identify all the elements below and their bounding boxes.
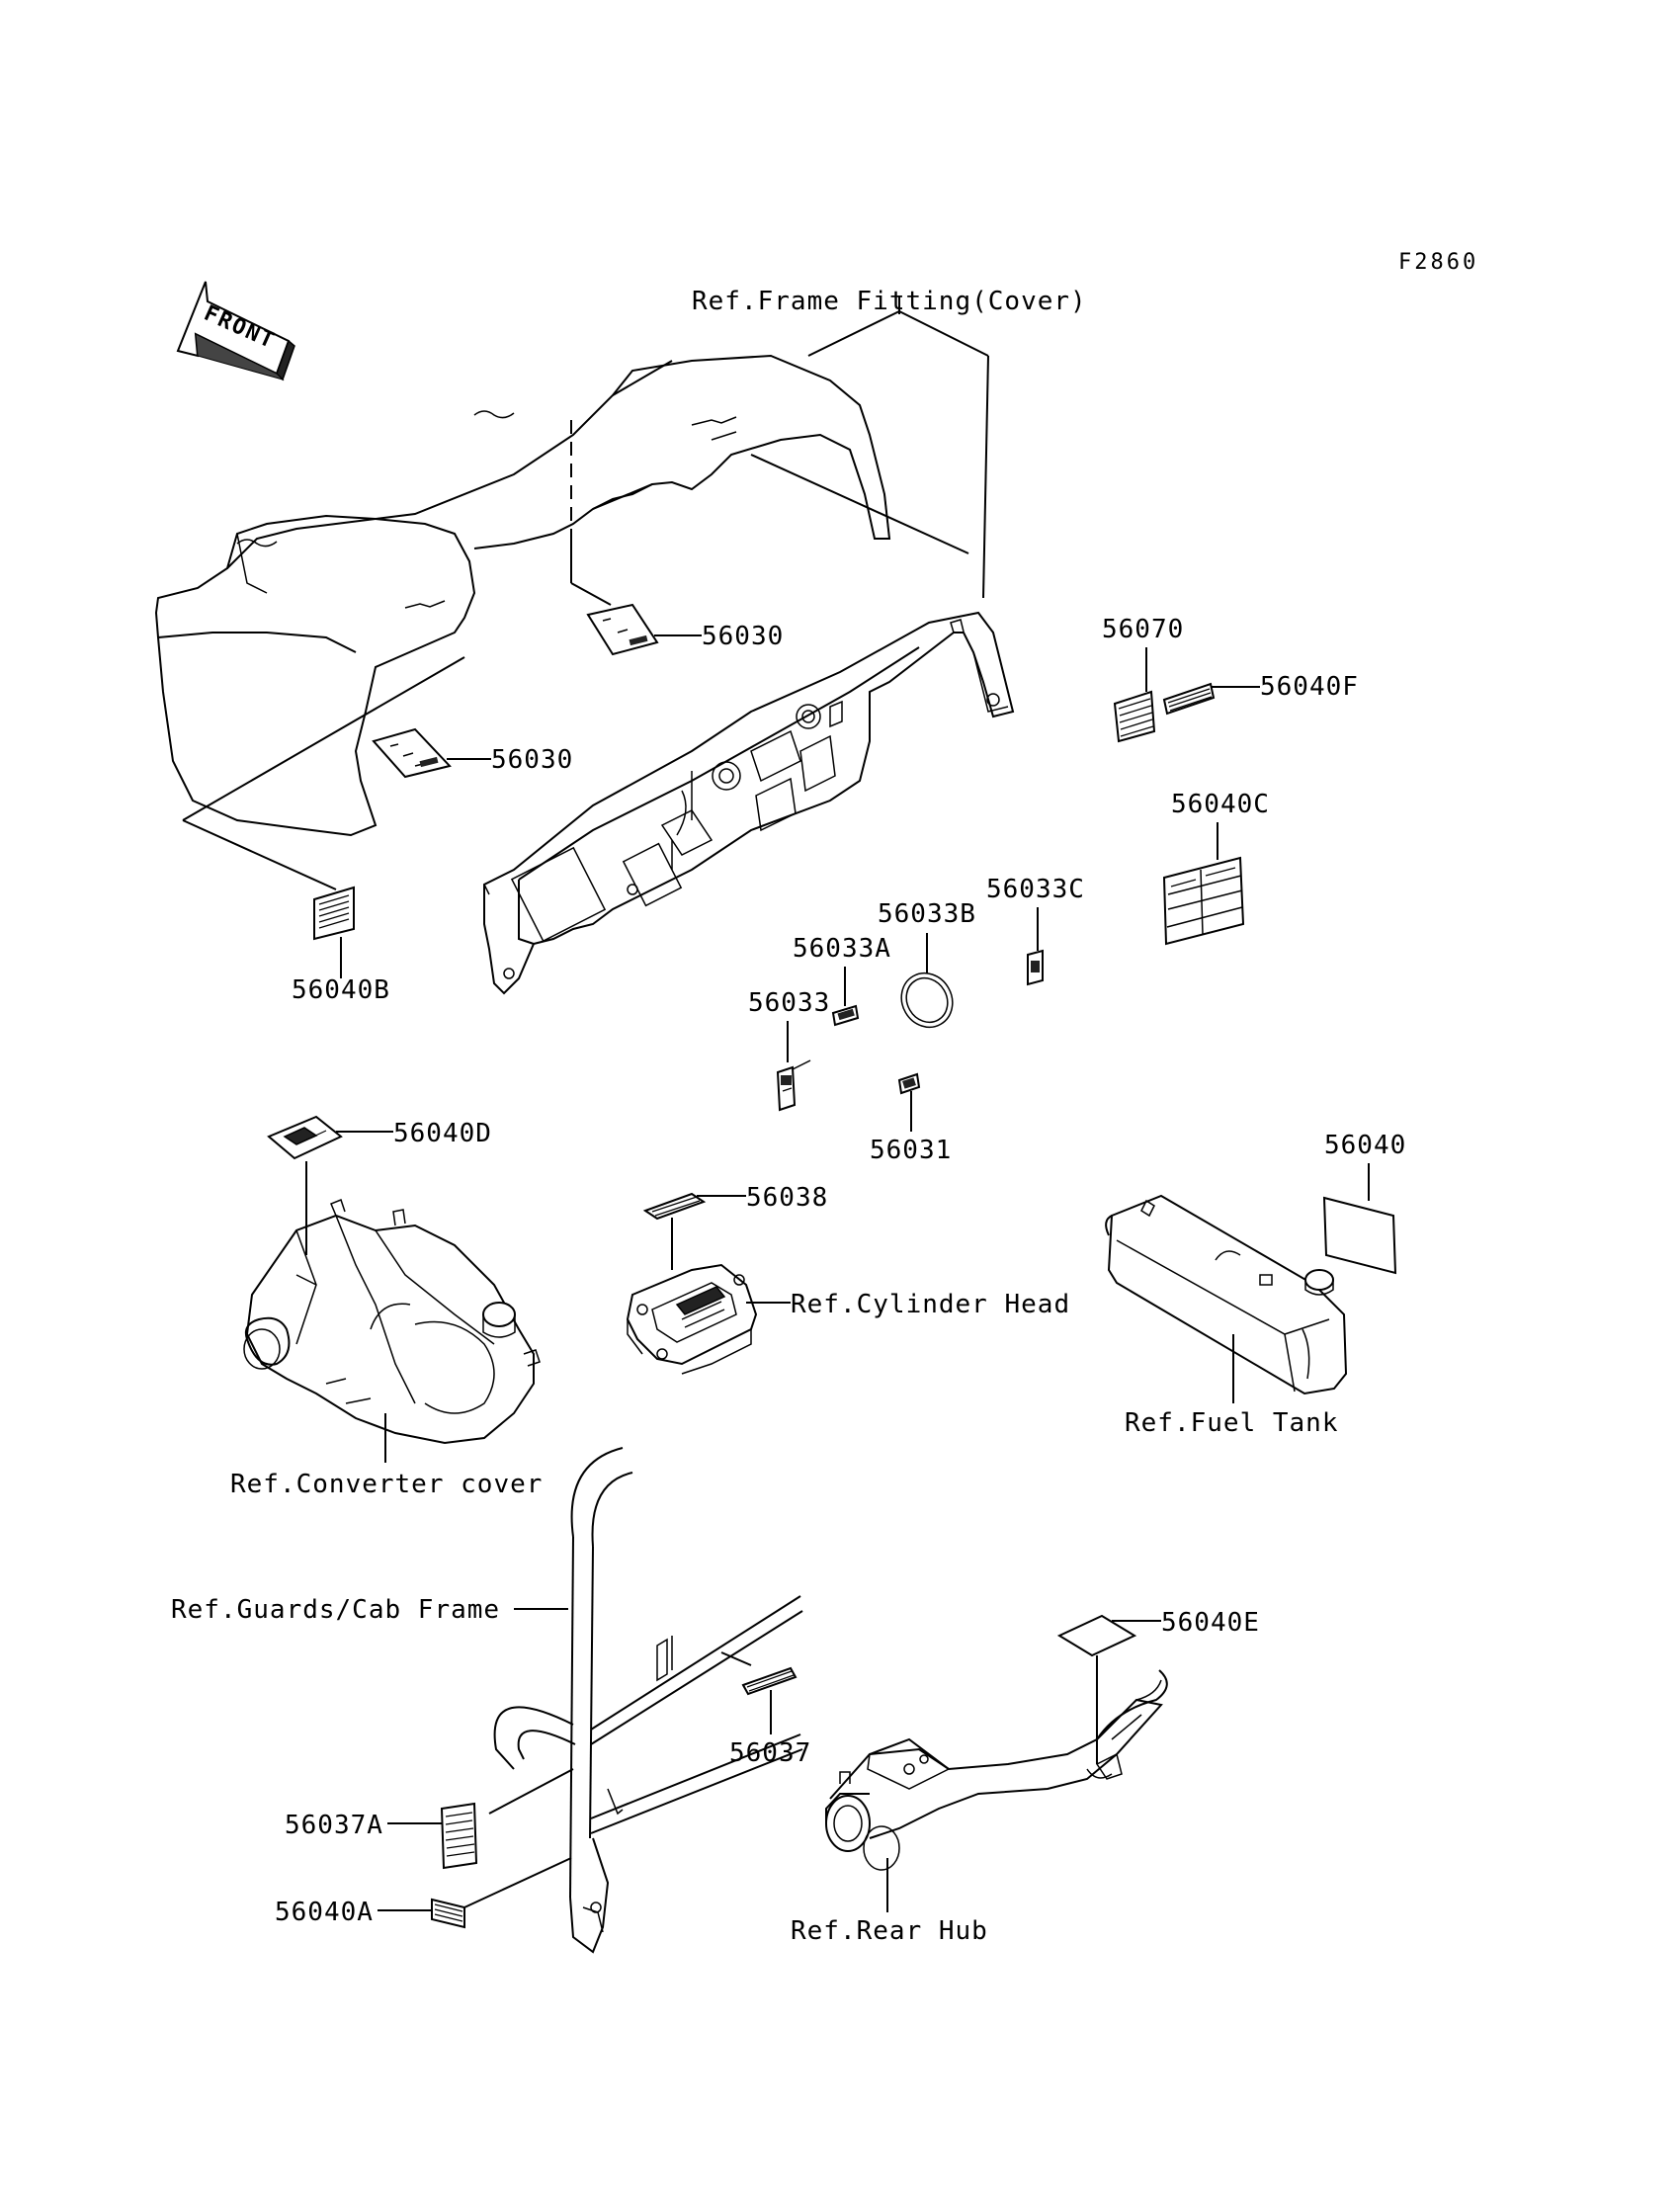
decal-56030-top xyxy=(586,603,659,656)
frame-fitting-cover-drawing xyxy=(154,296,989,890)
cylinder-head-drawing xyxy=(626,1263,758,1375)
part-label-56031: 56031 xyxy=(870,1136,952,1165)
part-label-56040A: 56040A xyxy=(275,1898,374,1927)
part-label-56033C: 56033C xyxy=(986,875,1085,904)
decal-56038 xyxy=(642,1192,707,1221)
part-label-56037: 56037 xyxy=(729,1738,811,1768)
front-arrow-icon: FRONT xyxy=(176,281,295,381)
decal-56040C xyxy=(1162,856,1245,946)
part-label-56033A: 56033A xyxy=(793,934,891,964)
diagram-code: F2860 xyxy=(1398,250,1478,275)
cab-frame-drawing xyxy=(493,1447,803,1954)
decal-56030-left xyxy=(372,727,452,779)
decal-56040F xyxy=(1162,682,1216,716)
decal-56033 xyxy=(776,1065,797,1112)
decal-56040E xyxy=(1056,1614,1137,1657)
ref-label-frame-fitting: Ref.Frame Fitting(Cover) xyxy=(692,287,1087,316)
part-label-56040D: 56040D xyxy=(393,1119,492,1148)
part-label-56033: 56033 xyxy=(748,988,830,1018)
decal-56033B xyxy=(900,972,954,1029)
part-label-56040E: 56040E xyxy=(1161,1608,1260,1638)
decal-56040D xyxy=(267,1115,343,1160)
decal-56040A xyxy=(431,1898,465,1929)
ref-label-fuel-tank: Ref.Fuel Tank xyxy=(1125,1408,1339,1438)
converter-cover-drawing xyxy=(243,1199,541,1445)
decal-56037A xyxy=(440,1802,478,1870)
decal-56040 xyxy=(1322,1196,1397,1275)
rear-hub-drawing xyxy=(825,1669,1168,1871)
fuel-tank-drawing xyxy=(1105,1194,1348,1395)
decal-56070 xyxy=(1113,690,1156,743)
dashboard-panel-drawing xyxy=(482,611,1015,995)
part-label-56040C: 56040C xyxy=(1171,790,1270,819)
decal-56033C xyxy=(1027,949,1044,986)
part-label-56030-left: 56030 xyxy=(491,745,573,775)
ref-label-guards-cab-frame: Ref.Guards/Cab Frame xyxy=(171,1595,500,1625)
ref-label-converter-cover: Ref.Converter cover xyxy=(230,1470,543,1499)
part-label-56038: 56038 xyxy=(746,1183,828,1213)
part-label-56070: 56070 xyxy=(1102,615,1184,644)
part-label-56040F: 56040F xyxy=(1260,672,1359,702)
part-label-56040: 56040 xyxy=(1324,1131,1406,1160)
part-label-56040B: 56040B xyxy=(292,975,390,1005)
decal-56037 xyxy=(741,1666,798,1696)
part-label-56030-top: 56030 xyxy=(702,622,784,651)
decal-56033A xyxy=(831,1004,860,1027)
ref-label-rear-hub: Ref.Rear Hub xyxy=(791,1916,988,1946)
part-label-56037A: 56037A xyxy=(285,1811,383,1840)
decal-56031 xyxy=(897,1072,921,1095)
ref-label-cylinder-head: Ref.Cylinder Head xyxy=(791,1290,1070,1319)
part-label-56033B: 56033B xyxy=(878,899,976,929)
decal-56040B xyxy=(313,886,355,941)
